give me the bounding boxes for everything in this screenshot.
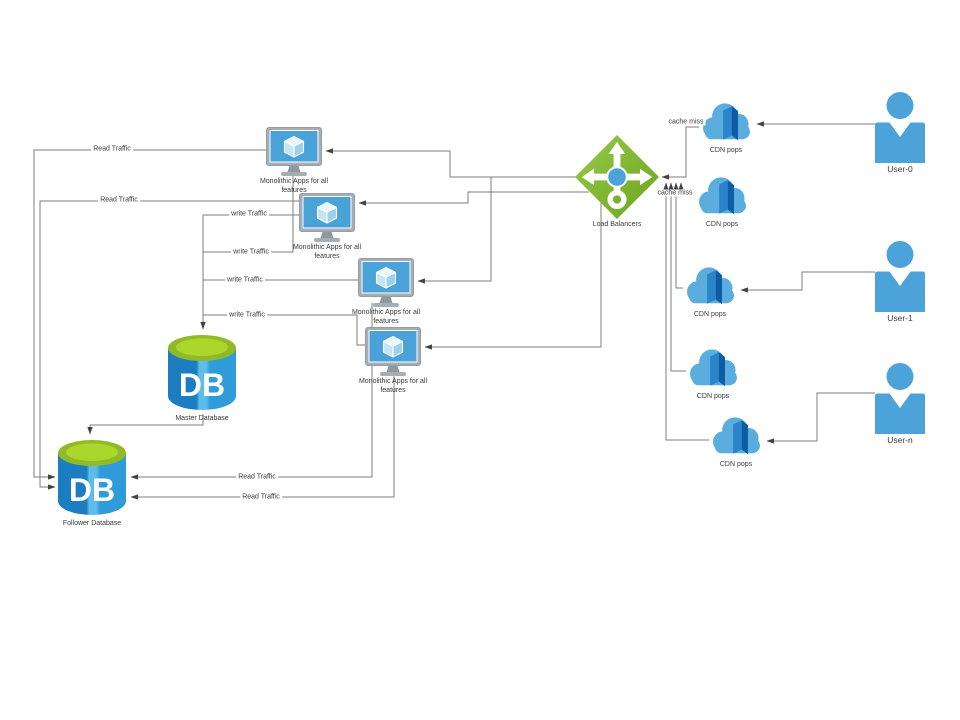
database-icon (56, 437, 128, 519)
user-icon (874, 362, 926, 434)
node-label: CDN pops (693, 311, 727, 318)
edge-label-read-traffic-4: Read Traffic (240, 493, 282, 501)
node-label: User-n (887, 435, 913, 445)
edge-label-cache-miss-1: cache miss (666, 118, 706, 126)
node-monolithic-app-3[interactable]: Monolithic Apps for all features (351, 258, 421, 327)
edge-label-read-traffic-3: Read Traffic (236, 473, 278, 481)
monitor-icon (365, 327, 421, 377)
node-label: Master Database (175, 415, 229, 422)
monitor-icon (266, 127, 322, 177)
database-icon (166, 332, 238, 414)
node-cdn-pop-5[interactable]: CDN pops (701, 414, 771, 470)
node-master-database[interactable]: Master Database (158, 332, 246, 424)
cdn-cloud-icon (695, 174, 749, 220)
edge-label-write-traffic-1: write Traffic (229, 210, 269, 218)
node-cdn-pop-4[interactable]: CDN pops (678, 346, 748, 402)
cdn-cloud-icon (686, 346, 740, 392)
node-monolithic-app-4[interactable]: Monolithic Apps for all features (358, 327, 428, 396)
node-label: CDN pops (709, 147, 743, 154)
node-label: CDN pops (696, 393, 730, 400)
cdn-cloud-icon (699, 100, 753, 146)
node-monolithic-app-1[interactable]: Monolithic Apps for all features (259, 127, 329, 196)
node-label: Monolithic Apps for all features (358, 378, 428, 394)
cdn-cloud-icon (683, 264, 737, 310)
node-follower-database[interactable]: Follower Database (48, 437, 136, 529)
edge-label-write-traffic-2: write Traffic (231, 248, 271, 256)
load-balancer-icon (574, 134, 660, 220)
cdn-cloud-icon (709, 414, 763, 460)
node-label: User-0 (887, 164, 913, 174)
monitor-icon (299, 193, 355, 243)
edge-label-read-traffic-2: Read Traffic (98, 196, 140, 204)
edge-label-read-traffic-1: Read Traffic (91, 145, 133, 153)
node-label: Monolithic Apps for all features (292, 244, 362, 260)
node-label: CDN pops (705, 221, 739, 228)
edge-label-write-traffic-4: write Traffic (227, 311, 267, 319)
node-label: Monolithic Apps for all features (259, 178, 329, 194)
edge-label-write-traffic-3: write Traffic (225, 276, 265, 284)
node-label: Monolithic Apps for all features (351, 309, 421, 325)
node-load-balancers[interactable]: Load Balancers (562, 134, 672, 230)
user-icon (874, 91, 926, 163)
node-label: CDN pops (719, 461, 753, 468)
node-user-1[interactable]: User-1 (860, 240, 940, 324)
node-label: Follower Database (62, 520, 122, 527)
monitor-icon (358, 258, 414, 308)
node-label: User-1 (887, 313, 913, 323)
node-monolithic-app-2[interactable]: Monolithic Apps for all features (292, 193, 362, 262)
node-cdn-pop-3[interactable]: CDN pops (675, 264, 745, 320)
node-user-0[interactable]: User-0 (860, 91, 940, 175)
edge-label-cache-miss-2: cache miss (655, 189, 695, 197)
node-user-n[interactable]: User-n (860, 362, 940, 446)
node-cdn-pop-2[interactable]: CDN pops (687, 174, 757, 230)
node-label: Load Balancers (592, 221, 642, 228)
node-cdn-pop-1[interactable]: CDN pops (691, 100, 761, 156)
user-icon (874, 240, 926, 312)
